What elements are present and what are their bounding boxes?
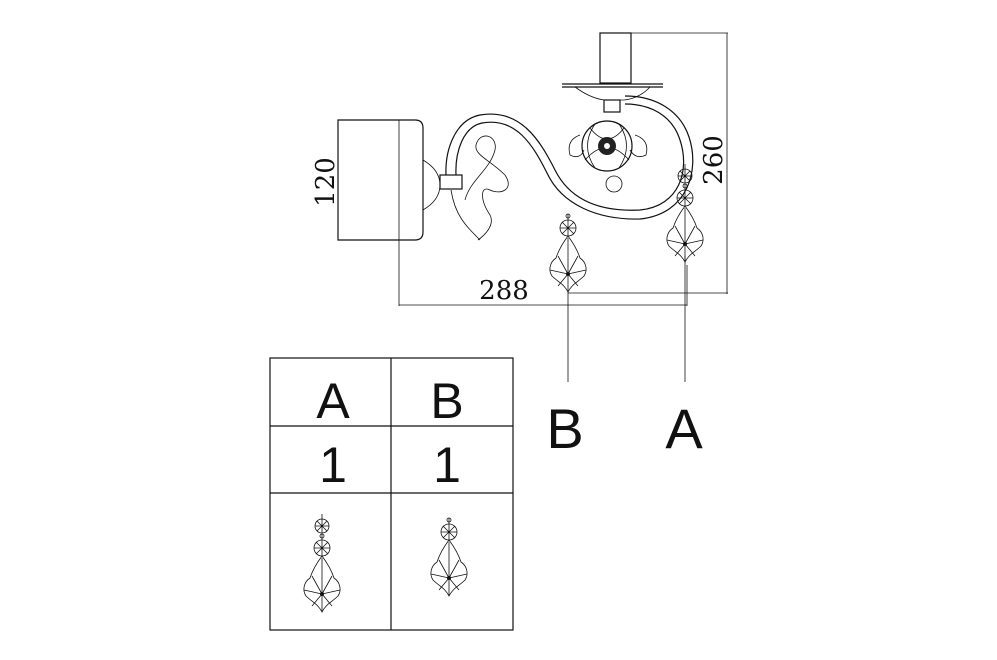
callout-b: B (546, 397, 583, 460)
arm-mount (439, 174, 463, 190)
table-qty-a: 1 (319, 437, 347, 493)
backplate-ornament (422, 159, 441, 211)
callout-a: A (665, 397, 703, 460)
dimension-260: 260 (699, 135, 729, 185)
dimension-288: 288 (479, 276, 529, 306)
table-crystal-b-image (430, 517, 468, 597)
decorative-scroll (464, 135, 509, 241)
wall-backplate (337, 119, 424, 241)
table-header-a: A (316, 373, 350, 429)
crystal-a (667, 164, 703, 262)
table-header-b: B (430, 373, 463, 429)
decorative-ball (581, 120, 633, 172)
table-qty-b: 1 (433, 437, 461, 493)
table-crystal-a-image (304, 514, 340, 612)
crystal-b (549, 213, 587, 293)
scroll-arm (445, 103, 685, 211)
dimension-120: 120 (311, 157, 341, 207)
candle-sleeve (599, 32, 632, 84)
crystal-table: A B 1 1 (269, 357, 514, 631)
arm-tail (450, 189, 481, 241)
